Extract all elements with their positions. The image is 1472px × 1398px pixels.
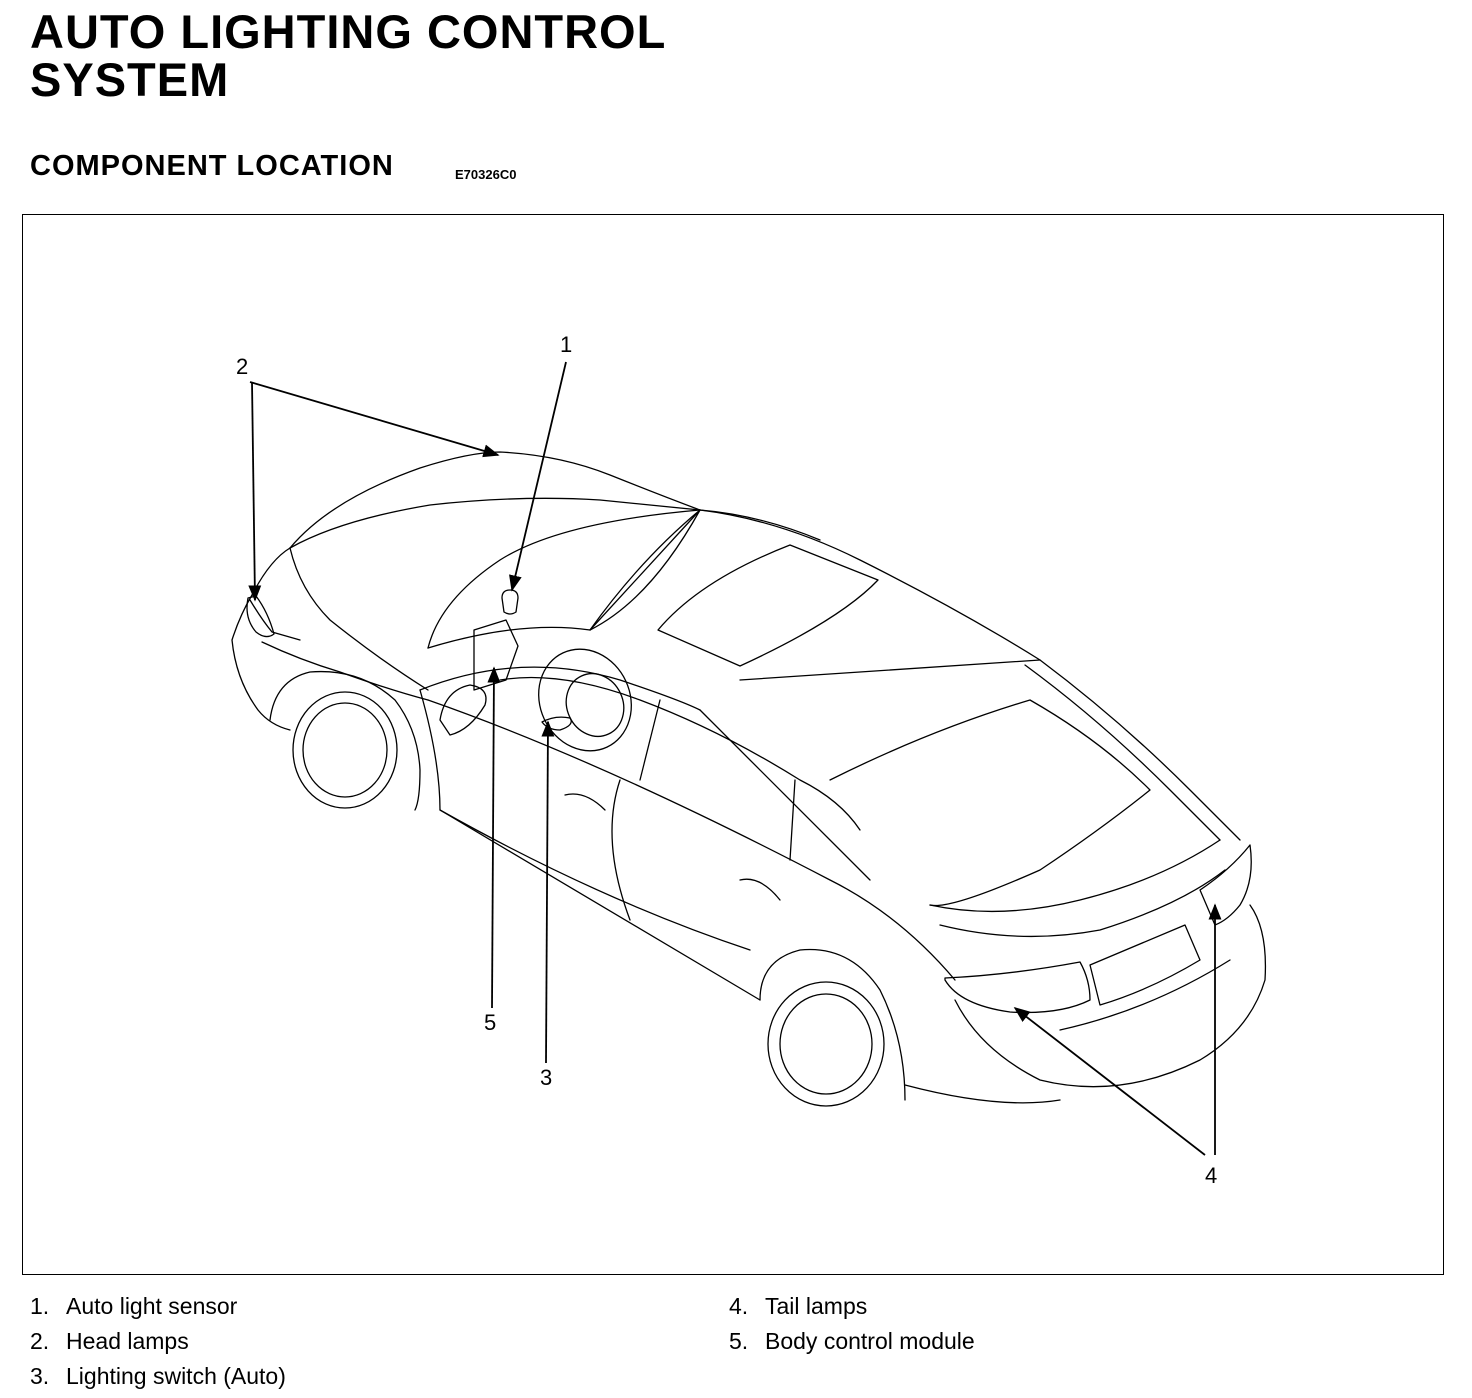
head-lamp-shape: [246, 595, 275, 638]
legend-left: 1. Auto light sensor 2. Head lamps 3. Light…: [30, 1289, 286, 1394]
legend-item: 5. Body control module: [729, 1324, 975, 1359]
title-line-2: SYSTEM: [30, 53, 230, 106]
side-mirror: [439, 684, 487, 736]
legend-right: 4. Tail lamps 5. Body control module: [729, 1289, 975, 1359]
side-body: [419, 689, 761, 1001]
steering-wheel: [538, 648, 632, 752]
front-bumper: [231, 594, 291, 731]
callout-4: 4: [1205, 1163, 1217, 1188]
callout-5: 5: [484, 1010, 496, 1035]
legend-label: Auto light sensor: [66, 1293, 238, 1319]
roof: [589, 509, 1041, 661]
front-wheel: [292, 691, 398, 809]
leader-1: [509, 361, 567, 592]
figure-frame: [22, 214, 1444, 1275]
callout-1: 1: [560, 332, 572, 357]
rear-bumper: [954, 904, 1267, 1088]
legend-item: 1. Auto light sensor: [30, 1289, 286, 1324]
legend-number: 4.: [729, 1293, 749, 1319]
car-hood: [289, 451, 701, 549]
rear-wheel-arch: [759, 948, 906, 1101]
title-line-1: AUTO LIGHTING CONTROL: [30, 5, 667, 58]
leader-4a: [1013, 1007, 1206, 1156]
leader-lines: [248, 361, 1222, 1156]
legend-number: 2.: [30, 1328, 50, 1354]
legend-label: Tail lamps: [765, 1293, 868, 1319]
body-control-module-shape: [473, 619, 519, 691]
legend-number: 1.: [30, 1293, 50, 1319]
callout-3: 3: [540, 1065, 552, 1090]
document-code: E70326C0: [455, 167, 517, 182]
leader-3: [541, 720, 555, 1064]
legend-item: 4. Tail lamps: [729, 1289, 975, 1324]
rear-deck: [829, 699, 1151, 907]
legend-number: 3.: [30, 1363, 50, 1389]
leader-5: [487, 666, 501, 1009]
rear-wheel: [767, 981, 885, 1107]
leader-2b: [248, 381, 262, 602]
legend-number: 5.: [729, 1328, 749, 1354]
license-plate: [1089, 924, 1201, 1006]
tail-lamp-left: [944, 961, 1091, 1014]
section-title: COMPONENT LOCATION: [30, 150, 394, 182]
legend-label: Head lamps: [66, 1328, 189, 1354]
door-handle-front: [564, 793, 606, 811]
front-door: [419, 666, 701, 711]
tail-lamp-right: [1199, 844, 1252, 926]
legend-label: Lighting switch (Auto): [66, 1363, 286, 1389]
auto-light-sensor-shape: [501, 589, 519, 615]
legend-label: Body control module: [765, 1328, 975, 1354]
sunroof: [657, 544, 879, 667]
legend-item: 2. Head lamps: [30, 1324, 286, 1359]
front-wheel-arch: [269, 670, 421, 811]
leader-2a: [249, 381, 500, 458]
door-handle-rear: [739, 878, 781, 901]
car-illustration: [231, 451, 1267, 1107]
windshield: [427, 509, 701, 649]
page-title: AUTO LIGHTING CONTROL SYSTEM: [30, 8, 666, 104]
legend-item: 3. Lighting switch (Auto): [30, 1359, 286, 1394]
callout-2: 2: [236, 354, 248, 379]
